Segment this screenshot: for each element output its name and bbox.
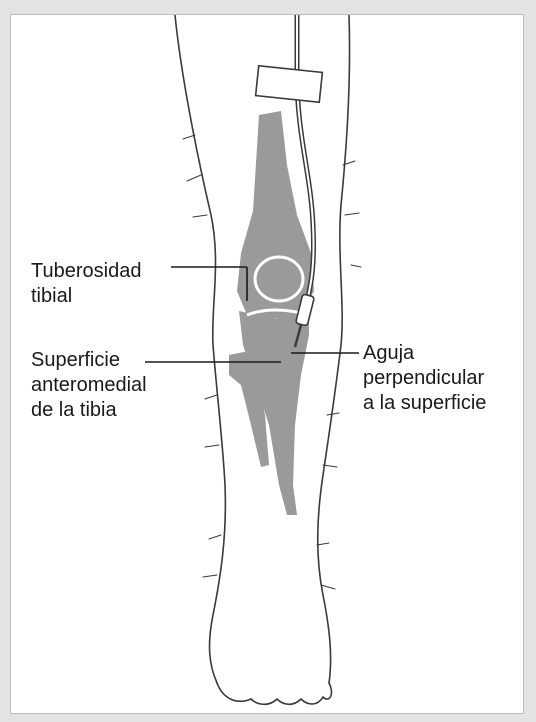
label-tuberosidad-tibial: Tuberosidad tibial <box>31 259 141 309</box>
label-superficie-anteromedial: Superficie anteromedial de la tibia <box>31 348 147 423</box>
label-line: Aguja <box>363 341 486 366</box>
tape-strip <box>256 66 323 103</box>
label-line: Tuberosidad <box>31 259 141 284</box>
foot-contour <box>217 683 331 704</box>
leg-right-contour <box>318 15 350 683</box>
label-line: Superficie <box>31 348 147 373</box>
label-line: a la superficie <box>363 391 486 416</box>
label-line: anteromedial <box>31 373 147 398</box>
label-line: tibial <box>31 284 141 309</box>
label-line: de la tibia <box>31 398 147 423</box>
leg-left-contour <box>175 15 225 683</box>
figure-panel: Tuberosidad tibial Superficie anteromedi… <box>10 14 524 714</box>
label-line: perpendicular <box>363 366 486 391</box>
label-aguja-perpendicular: Aguja perpendicular a la superficie <box>363 341 486 416</box>
